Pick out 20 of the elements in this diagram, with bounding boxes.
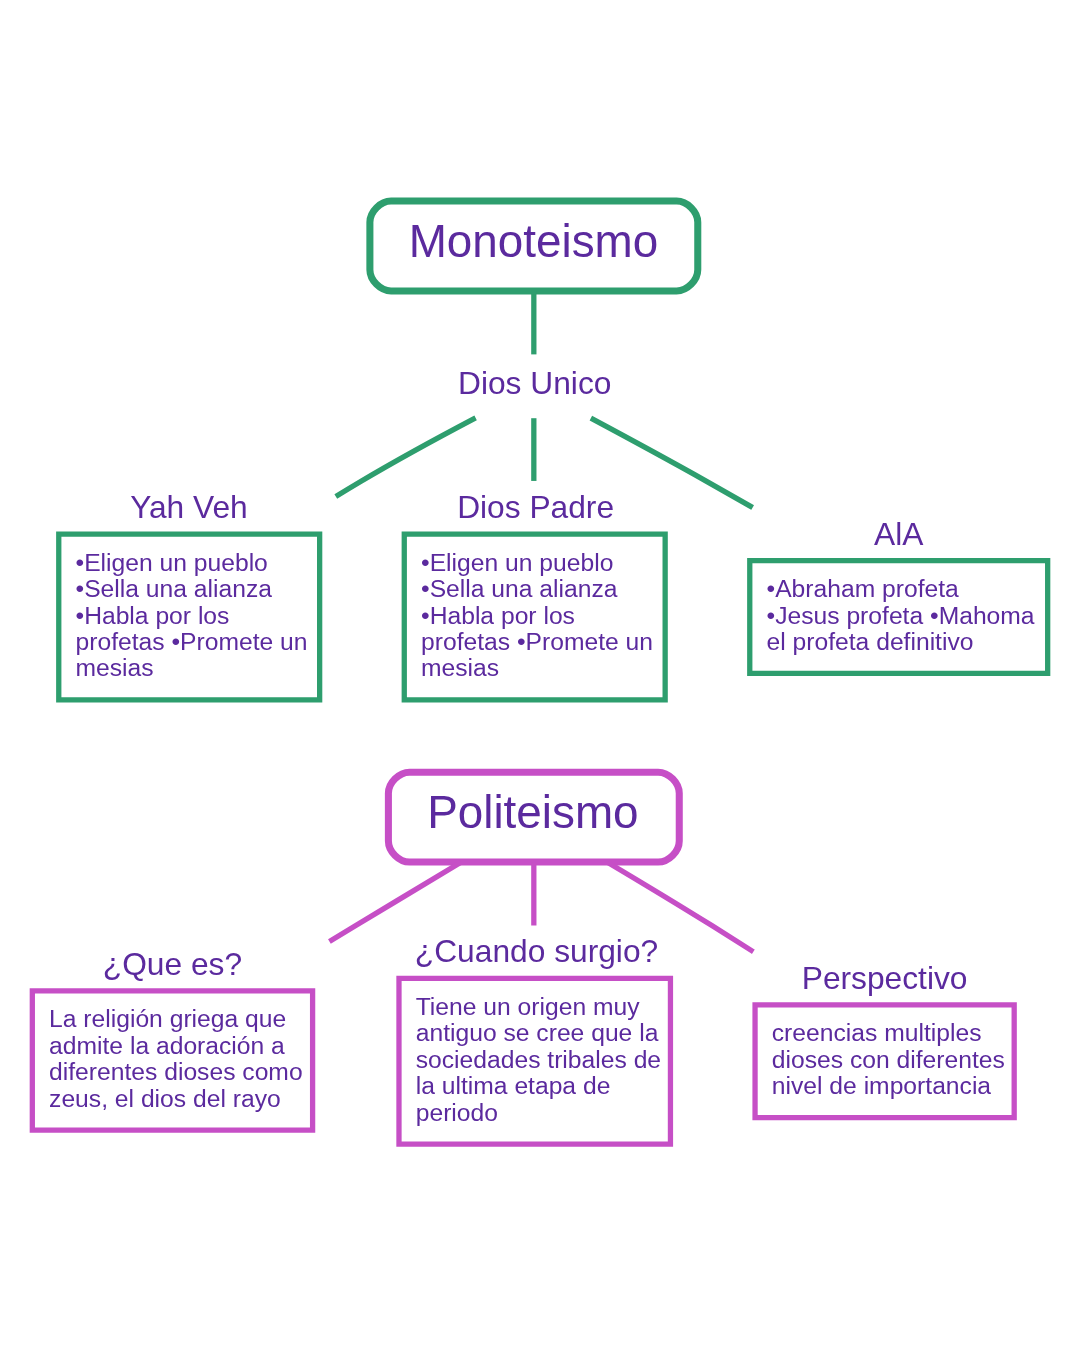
- node-box: Politeismo: [384, 768, 683, 866]
- node-box: La religión griega que admite la adoración a diferentes dioses como zeus, el dios del rayo: [29, 988, 316, 1133]
- connector: [334, 415, 477, 499]
- node-box: Tiene un origen muy antiguo se cree que la sociedades tribales de la ultima etapa de periodo: [396, 975, 674, 1147]
- node-box: •Eligen un pueblo •Sella una alianza •Habla por los profetas •Promete un mesias: [56, 531, 323, 703]
- node-box: •Abraham profeta •Jesus profeta •Mahoma el profeta definitivo: [747, 558, 1051, 677]
- connector: [531, 418, 537, 481]
- node-label: Perspectivo: [801, 959, 968, 996]
- connector: [531, 291, 537, 355]
- node-label: AlA: [874, 515, 924, 552]
- node-label: Yah Veh: [130, 489, 248, 526]
- node-label: ¿Que es?: [102, 945, 243, 982]
- node-text: Dios Unico: [458, 364, 612, 401]
- connector: [531, 862, 537, 926]
- node-box: Monoteismo: [366, 197, 702, 295]
- node-box: •Eligen un pueblo •Sella una alianza •Habla por los profetas •Promete un mesias: [401, 531, 668, 703]
- node-box: creencias multiples dioses con diferentes nivel de importancia: [752, 1002, 1017, 1121]
- node-label: Dios Padre: [457, 489, 615, 526]
- connector: [589, 415, 754, 510]
- node-label: ¿Cuando surgio?: [414, 933, 659, 970]
